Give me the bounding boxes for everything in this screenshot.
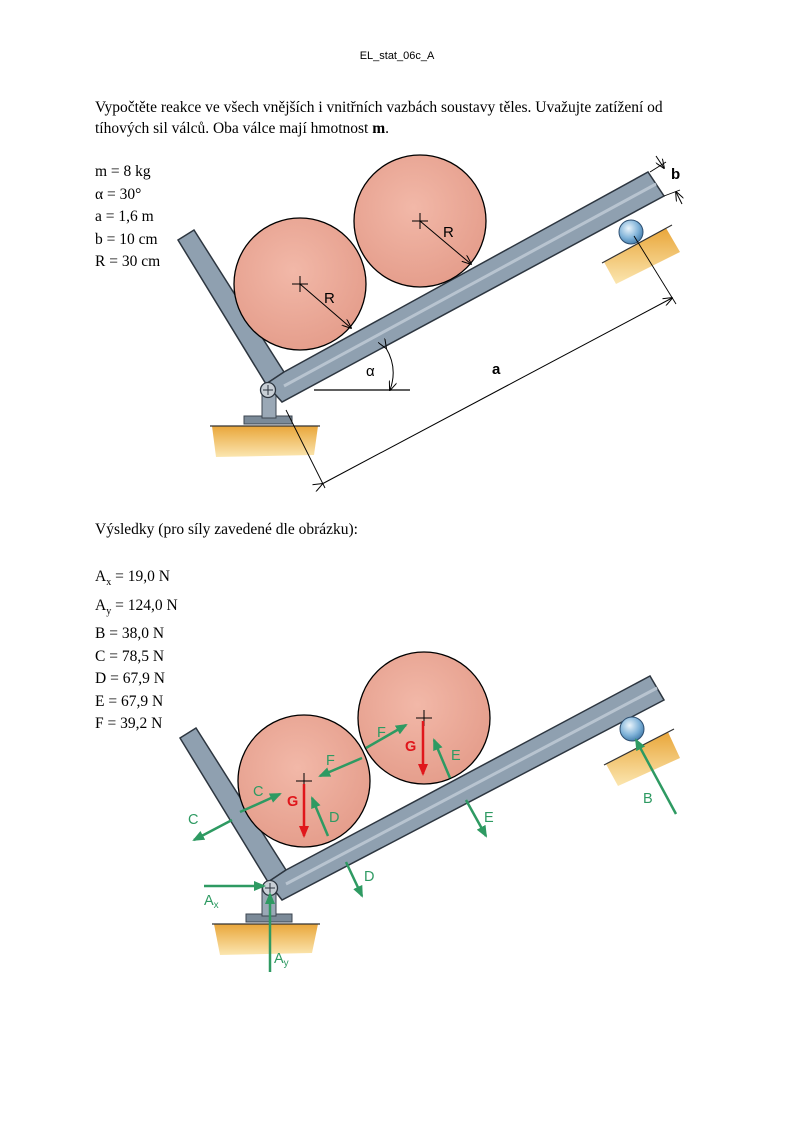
label-f-lower: F	[326, 753, 335, 769]
force-c-on-frame	[192, 818, 233, 842]
task-statement: Vypočtěte reakce ve všech vnějších i vni…	[95, 97, 695, 139]
result-b: B = 38,0 N	[95, 625, 165, 643]
dimension-b: b	[649, 155, 682, 205]
label-c-frame: C	[188, 812, 198, 828]
result-f: F = 39,2 N	[95, 715, 163, 733]
label-f-upper: F	[377, 725, 386, 741]
force-d-on-frame	[344, 861, 364, 898]
label-r-lower: R	[324, 290, 335, 307]
ground-a2	[212, 923, 320, 955]
label-r-upper: R	[443, 224, 454, 241]
result-d: D = 67,9 N	[95, 670, 165, 688]
parameter-list: m = 8 kg α = 30° a = 1,6 m b = 10 cm R =…	[95, 161, 160, 274]
label-b-force: B	[643, 791, 653, 807]
force-d-on-cylinder	[310, 796, 330, 837]
cylinder2-lower	[237, 714, 371, 848]
label-g-lower: G	[287, 794, 298, 810]
label-d-frame: D	[364, 869, 374, 885]
roller-b	[618, 219, 644, 245]
figure-1: R R α a b	[176, 154, 682, 488]
cylinder2-upper	[357, 651, 491, 785]
results-list: Ax = 19,0 N Ay = 124,0 N B = 38,0 N C = …	[95, 566, 178, 736]
result-ay: Ay = 124,0 N	[95, 596, 178, 617]
label-ax: Ax	[204, 893, 219, 911]
roller-b2	[619, 716, 645, 742]
force-c-on-cylinder	[239, 792, 282, 814]
task-text: Vypočtěte reakce ve všech vnějších i vni…	[95, 99, 663, 137]
label-c-cylinder: C	[253, 784, 263, 800]
label-b: b	[671, 166, 680, 183]
cylinder-lower: R	[233, 217, 367, 351]
force-b	[634, 738, 678, 815]
pin-a2	[261, 879, 279, 897]
force-e-on-cylinder	[432, 738, 452, 779]
results-title: Výsledky (pro síly zavedené dle obrázku)…	[95, 521, 358, 538]
label-e-frame: E	[484, 810, 494, 826]
result-ax: Ax = 19,0 N	[95, 568, 170, 589]
cylinder-upper: R	[353, 154, 487, 288]
result-c: C = 78,5 N	[95, 647, 165, 665]
result-e: E = 67,9 N	[95, 692, 164, 710]
label-e-cylinder: E	[451, 748, 461, 764]
task-period: .	[385, 120, 390, 137]
ground-a	[210, 425, 320, 457]
param-R: R = 30 cm	[95, 253, 161, 270]
ground-b2	[603, 728, 680, 786]
label-a: a	[492, 361, 501, 378]
label-alpha: α	[366, 363, 375, 380]
page-header: EL_stat_06c_A	[359, 50, 435, 62]
ground-b	[601, 224, 680, 284]
param-alpha: α = 30°	[95, 185, 142, 203]
force-e-on-frame	[464, 799, 488, 838]
param-a: a = 1,6 m	[95, 208, 154, 225]
figure-2: G G C C D D F F E E B Ax Ay	[178, 651, 680, 972]
force-f-on-lower	[318, 756, 363, 778]
task-mass-symbol: m	[372, 120, 386, 137]
dimension-a: a	[285, 235, 677, 488]
label-g-upper: G	[405, 739, 416, 755]
pin-a	[259, 381, 277, 399]
param-b: b = 10 cm	[95, 230, 158, 248]
force-f-on-upper	[365, 723, 408, 750]
label-ay: Ay	[274, 951, 289, 969]
label-d-cylinder: D	[329, 810, 339, 826]
beam2-highlight	[285, 686, 658, 886]
param-m: m = 8 kg	[95, 163, 151, 180]
